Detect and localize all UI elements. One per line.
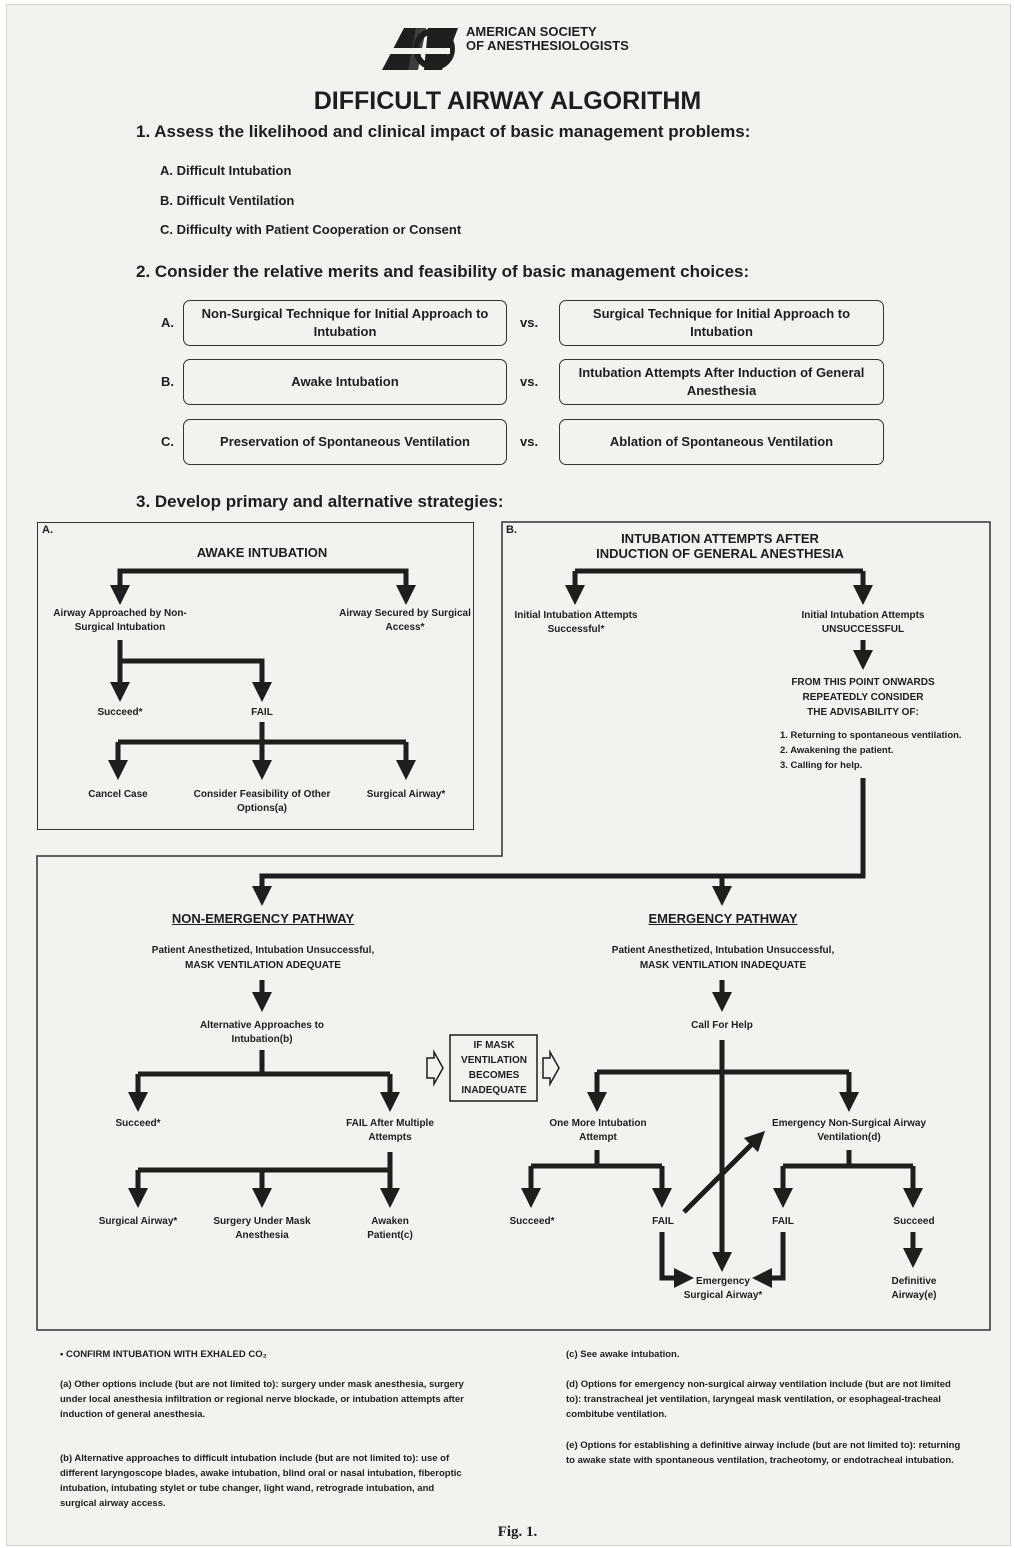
- emergency-desc-line1: Patient Anesthetized, Intubation Unsucce…: [611, 945, 835, 956]
- emergency-desc-line2: MASK VENTILATION INADEQUATE: [639, 960, 807, 971]
- panel-a-title: AWAKE INTUBATION: [196, 545, 328, 560]
- surgery-under-mask-node: Surgery Under Mask Anesthesia: [213, 1216, 311, 1241]
- initial-successful-node: Initial Intubation Attempts Successful*: [514, 610, 638, 635]
- org-name-line2: OF ANESTHESIOLOGISTS: [466, 38, 629, 53]
- step2-heading: 2. Consider the relative merits and feas…: [136, 262, 750, 281]
- emergency-title: EMERGENCY PATHWAY: [648, 911, 798, 926]
- panel-b-title-line1: INTUBATION ATTEMPTS AFTER: [621, 531, 819, 546]
- choice-letter: C.: [161, 434, 174, 449]
- emergency-nonsurgical-node: Emergency Non-Surgical Airway Ventilatio…: [771, 1118, 927, 1143]
- footnote-confirm: • CONFIRM INTUBATION WITH EXHALED CO₂: [60, 1349, 267, 1360]
- non-emergency-desc-line2: MASK VENTILATION ADEQUATE: [185, 960, 341, 971]
- non-emergency-desc-line1: Patient Anesthetized, Intubation Unsucce…: [151, 945, 375, 956]
- document-page: [6, 4, 1011, 1546]
- vs-label: vs.: [520, 374, 539, 389]
- emergency-surgical-airway-node: Emergency Surgical Airway*: [683, 1276, 763, 1301]
- fail-after-attempts-node: FAIL After Multiple Attempts: [346, 1118, 434, 1143]
- initial-unsuccessful-node: Initial Intubation Attempts UNSUCCESSFUL: [801, 610, 925, 635]
- panel-a-letter: A.: [42, 524, 53, 536]
- surgical-airway-node: Surgical Airway*: [98, 1216, 178, 1227]
- panel-b-letter: B.: [506, 524, 517, 536]
- awaken-patient-node: Awaken Patient(c): [367, 1216, 413, 1241]
- footnote-e: (e) Options for establishing a definitiv…: [566, 1440, 961, 1466]
- alternative-approaches-node: Alternative Approaches to Intubation(b): [199, 1020, 325, 1045]
- cancel-case-node: Cancel Case: [88, 789, 148, 800]
- choice-letter: B.: [161, 374, 174, 389]
- step3-heading: 3. Develop primary and alternative strat…: [136, 492, 504, 511]
- succeed-node: Succeed*: [97, 707, 143, 718]
- airway-secured-node: Airway Secured by Surgical Access*: [339, 608, 471, 633]
- succeed-node: Succeed: [893, 1216, 935, 1227]
- fail-node: FAIL: [652, 1216, 674, 1227]
- vs-label: vs.: [520, 315, 539, 330]
- choice-right-box: Ablation of Spontaneous Ventilation: [559, 419, 884, 465]
- step1-item: B. Difficult Ventilation: [160, 193, 295, 208]
- mask-inadequate-transition: IF MASK VENTILATION BECOMES INADEQUATE: [461, 1040, 527, 1096]
- footnote-b: (b) Alternative approaches to difficult …: [60, 1453, 462, 1509]
- step1-item: A. Difficult Intubation: [160, 163, 292, 178]
- consider-option: 1. Returning to spontaneous ventilation.: [780, 730, 962, 741]
- call-for-help-node: Call For Help: [691, 1020, 753, 1031]
- figure-caption: Fig. 1.: [497, 1524, 538, 1540]
- one-more-attempt-node: One More Intubation Attempt: [549, 1118, 647, 1143]
- surgical-airway-node: Surgical Airway*: [366, 789, 446, 800]
- panel-b-title-line2: INDUCTION OF GENERAL ANESTHESIA: [596, 546, 844, 561]
- document-title: DIFFICULT AIRWAY ALGORITHM: [313, 87, 702, 115]
- definitive-airway-node: Definitive Airway(e): [891, 1276, 937, 1301]
- fail-node: FAIL: [772, 1216, 794, 1227]
- panel-a-frame: [37, 522, 474, 830]
- step1-heading: 1. Assess the likelihood and clinical im…: [136, 122, 751, 141]
- succeed-node: Succeed*: [509, 1216, 555, 1227]
- choice-left-box: Awake Intubation: [183, 359, 507, 405]
- org-name-line1: AMERICAN SOCIETY: [466, 24, 597, 39]
- consider-feasibility-node: Consider Feasibility of Other Options(a): [193, 789, 331, 814]
- consider-option: 2. Awakening the patient.: [780, 745, 894, 756]
- choice-letter: A.: [161, 315, 174, 330]
- succeed-node: Succeed*: [115, 1118, 161, 1129]
- footnote-d: (d) Options for emergency non-surgical a…: [566, 1379, 951, 1420]
- choice-right-box: Surgical Technique for Initial Approach …: [559, 300, 884, 346]
- consider-line2: REPEATEDLY CONSIDER: [802, 692, 924, 703]
- consider-line3: THE ADVISABILITY OF:: [807, 707, 919, 718]
- fail-node: FAIL: [251, 707, 273, 718]
- airway-approached-node: Airway Approached by Non-Surgical Intuba…: [53, 608, 187, 633]
- footnote-c: (c) See awake intubation.: [566, 1349, 680, 1360]
- consider-option: 3. Calling for help.: [780, 760, 863, 771]
- consider-line1: FROM THIS POINT ONWARDS: [791, 677, 935, 688]
- choice-left-box: Preservation of Spontaneous Ventilation: [183, 419, 507, 465]
- vs-label: vs.: [520, 434, 539, 449]
- choice-left-box: Non-Surgical Technique for Initial Appro…: [183, 300, 507, 346]
- footnote-a: (a) Other options include (but are not l…: [60, 1379, 464, 1420]
- asa-logo: [382, 28, 458, 70]
- step1-item: C. Difficulty with Patient Cooperation o…: [160, 222, 462, 237]
- non-emergency-title: NON-EMERGENCY PATHWAY: [171, 911, 355, 926]
- choice-right-box: Intubation Attempts After Induction of G…: [559, 359, 884, 405]
